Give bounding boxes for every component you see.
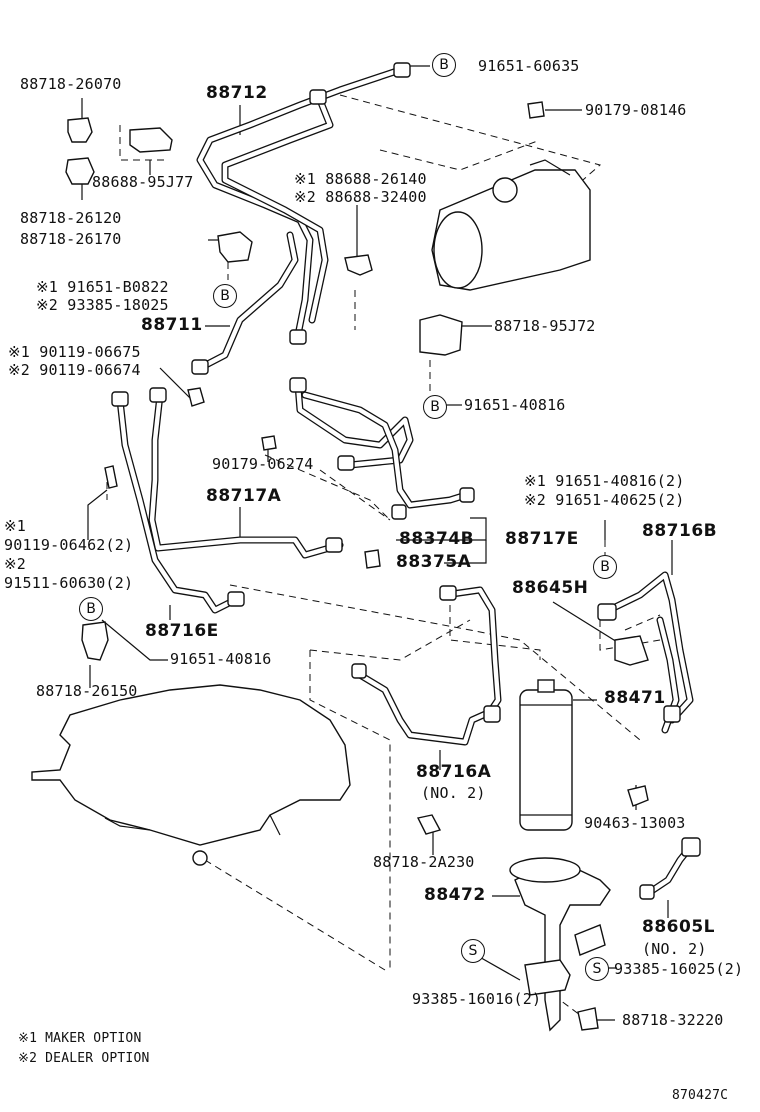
fittings-and-clamps (65, 62, 701, 1031)
label-88472: 88472 (424, 885, 486, 905)
label-88717A: 88717A (206, 486, 282, 506)
label-mark2: ※2 (4, 555, 26, 573)
label-mark1: ※1 (4, 517, 26, 535)
marker-s-right: S (585, 957, 609, 981)
label-90463-13003: 90463-13003 (584, 814, 686, 832)
label-88718-32220: 88718-32220 (622, 1011, 724, 1029)
label-88375A: 88375A (396, 552, 472, 572)
label-90179-08146: 90179-08146 (585, 101, 687, 119)
label-88688-95J77: 88688-95J77 (92, 173, 194, 191)
label-90119-06462: 90119-06462(2) (4, 536, 134, 554)
label-opt1-90119-06675: ※1 90119-06675 (8, 343, 141, 361)
label-88718-95J72: 88718-95J72 (494, 317, 596, 335)
label-91651-40816-bottom: 91651-40816 (170, 650, 272, 668)
label-88712: 88712 (206, 83, 268, 103)
label-91651-60635: 91651-60635 (478, 57, 580, 75)
label-88717E: 88717E (505, 529, 579, 549)
label-opt2-93385-18025: ※2 93385-18025 (36, 296, 169, 314)
footnote-dealer-option: ※2 DEALER OPTION (18, 1051, 150, 1066)
label-88645H: 88645H (512, 578, 589, 598)
label-91511-60630: 91511-60630(2) (4, 574, 134, 592)
label-88718-26120: 88718-26120 (20, 209, 122, 227)
label-opt1-91651-B0822: ※1 91651-B0822 (36, 278, 169, 296)
label-88374B: 88374B (399, 529, 475, 549)
marker-b-88716e: B (79, 597, 103, 621)
label-88471: 88471 (604, 688, 666, 708)
label-93385-16016: 93385-16016(2) (412, 990, 542, 1008)
label-opt2-88688-32400: ※2 88688-32400 (294, 188, 427, 206)
label-88711: 88711 (141, 315, 203, 335)
refrigerant-tubes (116, 66, 694, 896)
compressor (431, 159, 591, 291)
label-no2-88716A: (NO. 2) (421, 784, 486, 802)
label-88718-26070: 88718-26070 (20, 75, 122, 93)
label-88716A: 88716A (416, 762, 492, 782)
label-88718-2A230: 88718-2A230 (373, 853, 475, 871)
label-93385-16025: 93385-16025(2) (614, 960, 744, 978)
label-91651-40816-top: 91651-40816 (464, 396, 566, 414)
label-88716E: 88716E (145, 621, 219, 641)
label-opt1-91651-40816-2: ※1 91651-40816(2) (524, 472, 685, 490)
marker-s-left: S (461, 939, 485, 963)
label-no2-88605L: (NO. 2) (642, 940, 707, 958)
label-88605L: 88605L (642, 917, 715, 937)
condenser-frame (31, 684, 351, 866)
label-opt2-90119-06674: ※2 90119-06674 (8, 361, 141, 379)
label-90179-06274: 90179-06274 (212, 455, 314, 473)
marker-b-compressor: B (432, 53, 456, 77)
label-opt2-91651-40625-2: ※2 91651-40625(2) (524, 491, 685, 509)
catalog-code: 870427C (672, 1088, 729, 1103)
label-88716B: 88716B (642, 521, 718, 541)
label-88718-26170: 88718-26170 (20, 230, 122, 248)
marker-b-bracket: B (423, 395, 447, 419)
receiver-drier (519, 679, 573, 831)
marker-b-bolt: B (213, 284, 237, 308)
marker-b-88716b: B (593, 555, 617, 579)
label-88718-26150: 88718-26150 (36, 682, 138, 700)
label-opt1-88688-26140: ※1 88688-26140 (294, 170, 427, 188)
drier-bracket (509, 857, 611, 1032)
footnote-maker-option: ※1 MAKER OPTION (18, 1031, 142, 1046)
